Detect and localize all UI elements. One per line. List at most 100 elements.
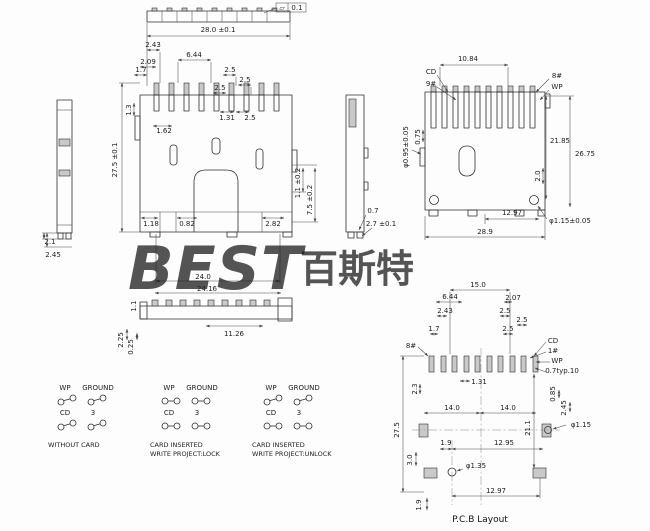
dim-pcb-12-97: 12.97 bbox=[486, 487, 506, 495]
dim-fv-2-5-a: 2.5 bbox=[224, 66, 235, 74]
top-view-dim-lines bbox=[146, 23, 291, 40]
strip-bumps bbox=[151, 299, 271, 307]
left-side-view: 2.1 2.45 bbox=[42, 99, 73, 259]
dim-pcb-21-1: 21.1 bbox=[524, 420, 532, 436]
dim-fv-11-26: 11.26 bbox=[224, 330, 245, 338]
dim-fv-2-5-c: 2.5 bbox=[214, 84, 225, 92]
label-sw1-wp: WP bbox=[59, 384, 70, 392]
dim-fv-1-62: 1.62 bbox=[156, 127, 172, 135]
top-view-bumps bbox=[151, 7, 278, 12]
dim-pcb-1-7: 1.7 bbox=[428, 325, 439, 333]
sw1-row1 bbox=[57, 394, 107, 406]
label-sw2-cd: CD bbox=[164, 409, 174, 417]
dim-fv-1-1-tol: 1.1 ±0.2 bbox=[294, 168, 302, 198]
top-view-ticks bbox=[161, 11, 268, 22]
dim-rv-28-9: 28.9 bbox=[477, 228, 493, 236]
dim-pcb-1-9-b: 1.9 bbox=[415, 499, 423, 510]
left-view-dim-lines bbox=[42, 232, 72, 248]
mount-hole-left bbox=[429, 195, 439, 205]
label-sw3-ground: GROUND bbox=[288, 384, 320, 392]
label-sw1-ground: GROUND bbox=[82, 384, 114, 392]
pcb-centerlines bbox=[412, 348, 560, 505]
sw3-row2 bbox=[263, 422, 313, 430]
watermark: BEST 百斯特 bbox=[128, 234, 414, 304]
tolerance-symbol: ▱ bbox=[279, 4, 285, 12]
dim-rv-10-84: 10.84 bbox=[458, 55, 479, 63]
dim-pcb-1-31: 1.31 bbox=[471, 378, 487, 386]
dim-pcb-2-5-c: 2.5 bbox=[502, 325, 513, 333]
top-view: ▱ 0.1 28.0 ±0.1 bbox=[146, 2, 307, 40]
dim-pcb-0-7typ: 0.7typ.10 bbox=[545, 367, 579, 375]
dim-fv-24-16: 24.16 bbox=[197, 285, 218, 293]
sw2-row1 bbox=[161, 397, 211, 405]
label-sw2-ground: GROUND bbox=[186, 384, 218, 392]
right-view: 10.84 CD 9# 8# WP φ0.95±0.05 0.75 21.85 … bbox=[402, 55, 595, 240]
dim-rv-12-97: 12.97 bbox=[502, 209, 522, 217]
dim-pcb-27-5: 27.5 bbox=[393, 422, 401, 438]
front-view: 2.43 6.44 2.09 1.7 2.5 2.5 2.5 1.3 1.62 … bbox=[111, 40, 318, 355]
dim-pcb-hole-1-35: φ1.35 bbox=[466, 462, 486, 470]
dim-rv-21-85: 21.85 bbox=[550, 137, 570, 145]
caption-sw2-line2: WRITE PROJECT:LOCK bbox=[150, 450, 221, 458]
label-sw3-cd: CD bbox=[266, 409, 276, 417]
tolerance-callout: ▱ 0.1 bbox=[263, 2, 307, 14]
dim-mid-2-7: 2.7 ±0.1 bbox=[366, 220, 396, 228]
dim-fv-1-7: 1.7 bbox=[135, 66, 146, 74]
dim-pcb-6-44: 6.44 bbox=[442, 293, 458, 301]
label-sw1-3: 3 bbox=[91, 409, 95, 417]
dim-fv-height: 27.5 ±0.1 bbox=[111, 143, 119, 178]
sw3-row1 bbox=[263, 394, 313, 406]
dim-fv-6-44: 6.44 bbox=[186, 51, 202, 59]
tolerance-value: 0.1 bbox=[291, 4, 302, 12]
dim-fv-1-18: 1.18 bbox=[143, 220, 159, 228]
caption-sw1-line1: WITHOUT CARD bbox=[48, 441, 100, 449]
dim-fv-2-25: 2.25 bbox=[117, 332, 125, 348]
label-rv-8: 8# bbox=[552, 72, 562, 80]
dim-pcb-2-45: 2.45 bbox=[560, 400, 568, 416]
dim-rv-2-0: 2.0 bbox=[534, 170, 542, 181]
mid-view-leaders bbox=[358, 214, 373, 237]
dim-pcb-15-0: 15.0 bbox=[470, 281, 486, 289]
switch-diagram-unlock: WP GROUND CD 3 CARD INSERTED WRITE PROJE… bbox=[252, 384, 332, 458]
dim-rv-hole-b: φ1.15±0.05 bbox=[549, 217, 591, 225]
dim-pcb-2-5-a: 2.5 bbox=[499, 307, 510, 315]
dim-left-2-1: 2.1 bbox=[44, 238, 55, 246]
label-rv-cd: CD bbox=[426, 68, 436, 76]
dim-pcb-12-95: 12.95 bbox=[494, 439, 514, 447]
dim-pcb-3-0: 3.0 bbox=[406, 454, 414, 465]
dim-pcb-2-43: 2.43 bbox=[437, 307, 453, 315]
bottom-strip-view bbox=[139, 297, 293, 322]
watermark-latin: BEST bbox=[128, 234, 306, 304]
label-sw2-wp: WP bbox=[163, 384, 174, 392]
dim-fv-0-25: 0.25 bbox=[127, 339, 135, 355]
dim-pcb-0-85: 0.85 bbox=[549, 386, 557, 402]
label-rv-wp: WP bbox=[551, 83, 562, 91]
label-sw2-3: 3 bbox=[195, 409, 199, 417]
dim-rv-26-75: 26.75 bbox=[575, 150, 595, 158]
pcb-dim-lines bbox=[400, 288, 572, 511]
dim-fv-2-5-b: 2.5 bbox=[239, 76, 250, 84]
front-view-body bbox=[134, 94, 298, 238]
sw2-row2 bbox=[161, 422, 211, 430]
dim-pcb-2-07: 2.07 bbox=[505, 294, 521, 302]
dim-pcb-hole-1-15: φ1.15 bbox=[571, 421, 591, 429]
dim-rv-0-75: 0.75 bbox=[414, 129, 422, 145]
label-pcb-wp: WP bbox=[551, 357, 562, 365]
dim-fv-0-82: 0.82 bbox=[179, 220, 195, 228]
dim-fv-1-31: 1.31 bbox=[219, 114, 235, 122]
dim-pcb-14-0-b: 14.0 bbox=[500, 404, 516, 412]
pcb-layout: 15.0 6.44 2.07 2.43 2.5 2.5 1.7 2.5 8# C… bbox=[393, 281, 591, 525]
right-view-dim-lines bbox=[411, 63, 574, 240]
label-sw1-cd: CD bbox=[60, 409, 70, 417]
dim-pcb-14-0-a: 14.0 bbox=[444, 404, 460, 412]
caption-sw3-line1: CARD INSERTED bbox=[252, 441, 305, 449]
dim-left-2-45: 2.45 bbox=[45, 251, 61, 259]
front-view-dim-lines bbox=[119, 40, 318, 341]
label-pcb-cd: CD bbox=[548, 337, 558, 345]
label-sw3-3: 3 bbox=[297, 409, 301, 417]
dim-fv-2-09: 2.09 bbox=[140, 58, 156, 66]
dim-fv-1-1: 1.1 bbox=[130, 300, 138, 311]
switch-diagrams: WP GROUND CD 3 WITHOUT CARD WP GROUND bbox=[48, 384, 332, 458]
